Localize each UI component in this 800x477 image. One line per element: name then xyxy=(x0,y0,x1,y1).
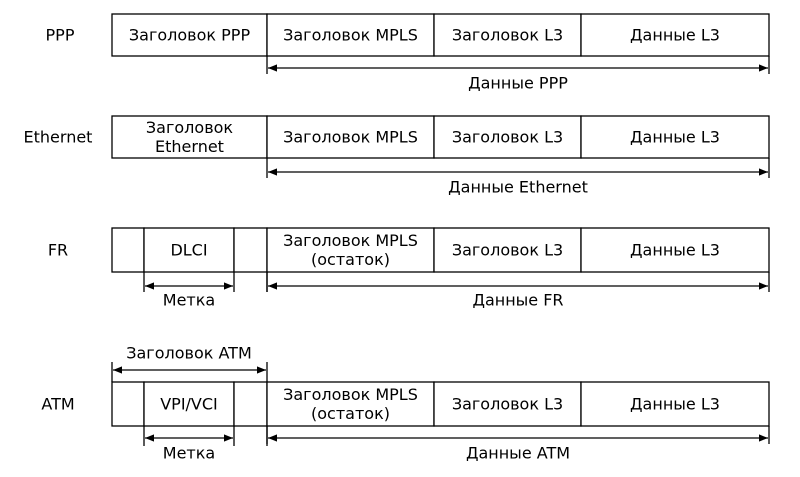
field-label: Заголовок MPLS xyxy=(283,385,418,404)
frame-field xyxy=(433,381,582,427)
frame-field xyxy=(580,115,770,159)
frame-field xyxy=(111,115,268,159)
frame-field xyxy=(266,115,435,159)
field-label: Данные L3 xyxy=(630,241,720,260)
frame-row-atm: ATM VPI/VCI Заголовок MPLS(остаток) Заголов… xyxy=(41,344,770,463)
row-label: PPP xyxy=(46,26,75,45)
frame-row-fr: FR DLCI Заголовок MPLS(остаток) Заголовок L… xyxy=(48,227,770,310)
field-label: Заголовок MPLS xyxy=(283,231,418,250)
field-label: Заголовок xyxy=(146,118,233,137)
field-label: (остаток) xyxy=(311,404,390,423)
span-label: Метка xyxy=(163,444,215,463)
frame-field xyxy=(266,381,435,427)
row-label: Ethernet xyxy=(24,128,93,147)
frame-field xyxy=(111,381,145,427)
frame-field xyxy=(143,381,235,427)
frame-field xyxy=(266,13,435,57)
field-label: (остаток) xyxy=(311,250,390,269)
frame-field xyxy=(233,381,268,427)
span-label: Данные PPP xyxy=(468,74,568,93)
frame-field xyxy=(111,13,268,57)
field-label: Заголовок L3 xyxy=(452,128,563,147)
span-label: Метка xyxy=(163,291,215,310)
span-label: Данные ATM xyxy=(466,444,570,463)
frame-field xyxy=(580,227,770,273)
field-label: DLCI xyxy=(170,241,207,260)
field-label: VPI/VCI xyxy=(160,395,218,414)
frame-field xyxy=(433,13,582,57)
frame-field xyxy=(433,227,582,273)
field-label: Заголовок L3 xyxy=(452,241,563,260)
frame-field xyxy=(580,381,770,427)
field-label: Заголовок MPLS xyxy=(283,128,418,147)
frame-field xyxy=(143,227,235,273)
field-label: Заголовок L3 xyxy=(452,26,563,45)
field-label: Данные L3 xyxy=(630,26,720,45)
frame-field xyxy=(580,13,770,57)
field-label: Данные L3 xyxy=(630,395,720,414)
frame-row-ppp: PPP Заголовок PPP Заголовок MPLS Заголовок … xyxy=(46,13,770,93)
span-label: Данные FR xyxy=(472,291,563,310)
span-label: Данные Ethernet xyxy=(448,178,588,197)
row-label: FR xyxy=(48,241,68,260)
span-label: Заголовок ATM xyxy=(126,344,252,363)
field-label: Данные L3 xyxy=(630,128,720,147)
field-label: Заголовок PPP xyxy=(129,26,251,45)
row-label: ATM xyxy=(41,395,74,414)
frame-field xyxy=(266,227,435,273)
field-label: Заголовок MPLS xyxy=(283,26,418,45)
frame-field xyxy=(233,227,268,273)
field-label: Ethernet xyxy=(155,137,224,156)
frame-field xyxy=(111,227,145,273)
field-label: Заголовок L3 xyxy=(452,395,563,414)
